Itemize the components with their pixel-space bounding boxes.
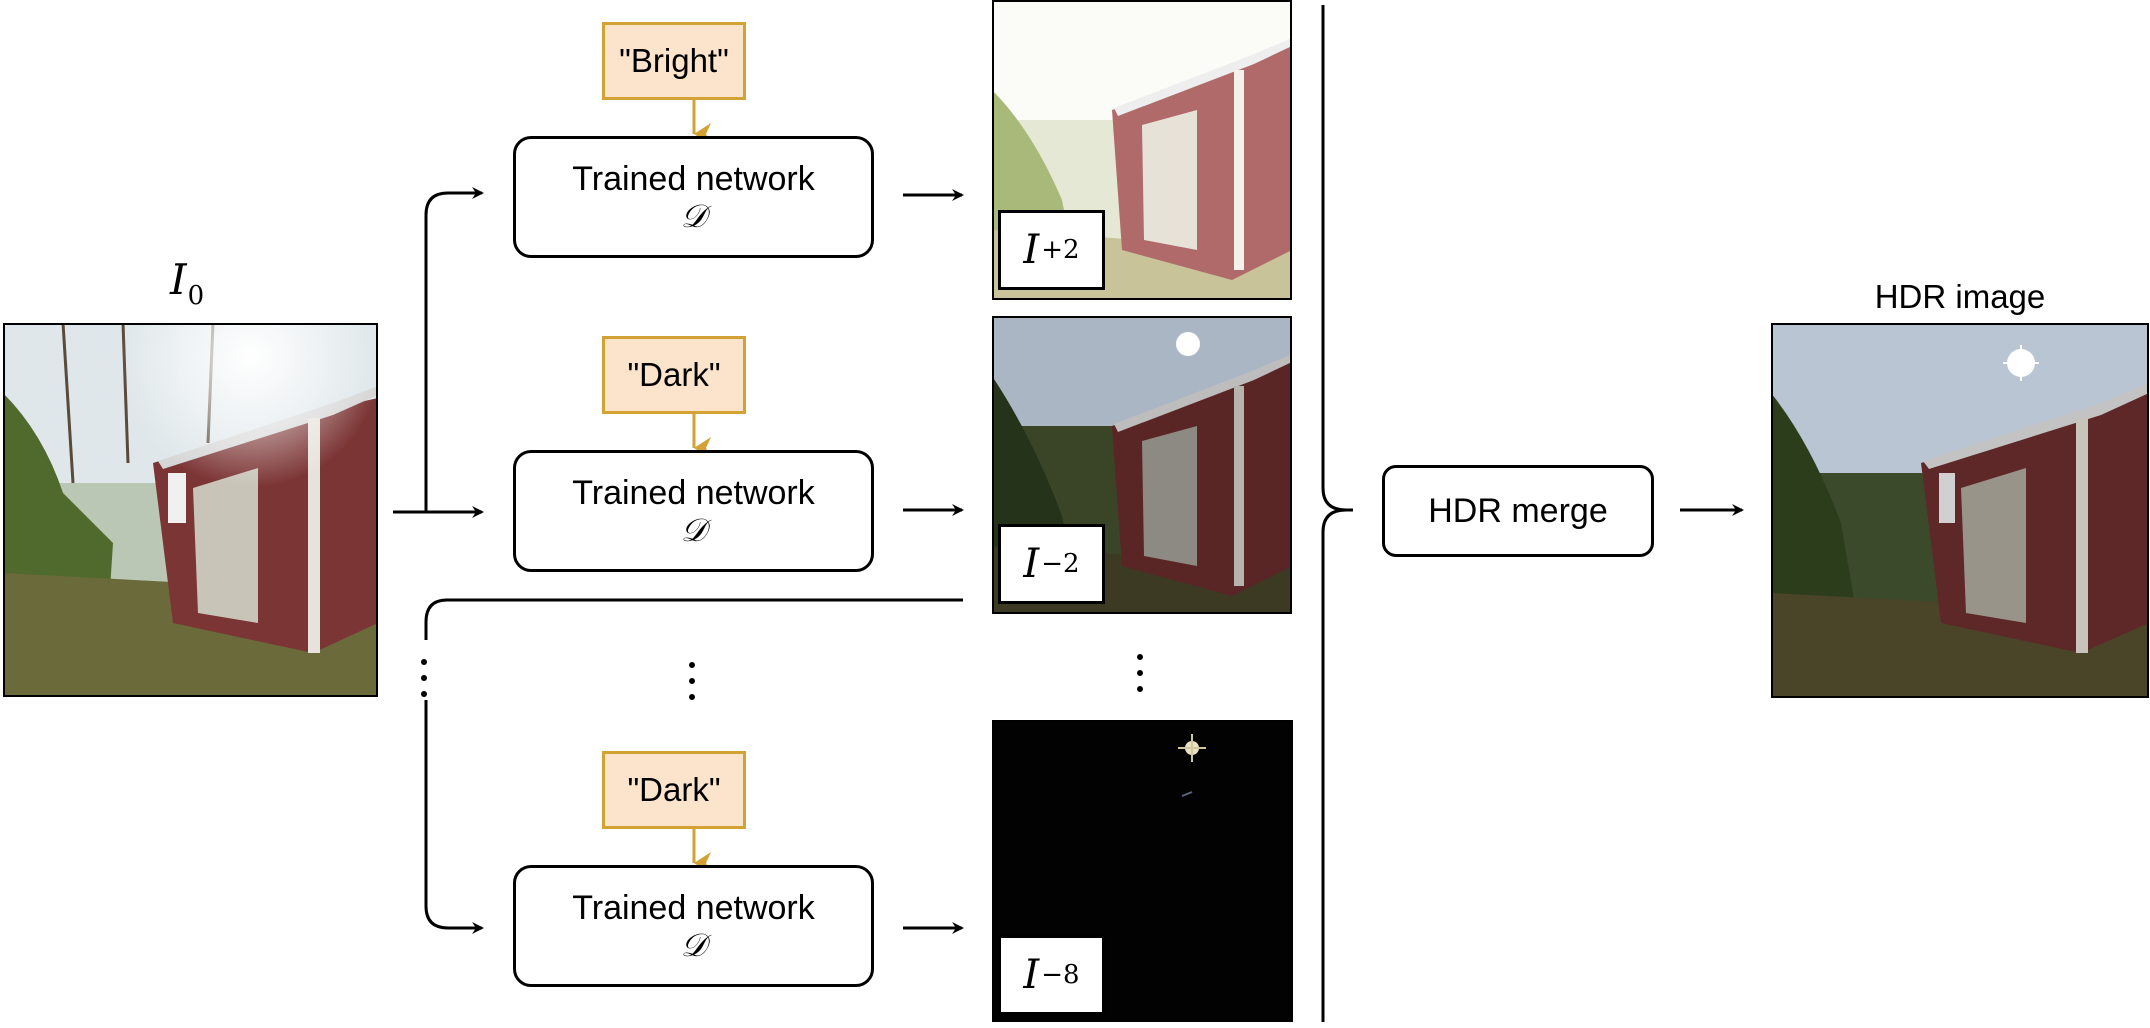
hdr-merge-label: HDR merge	[1428, 491, 1608, 530]
hdr-merge-box: HDR merge	[1382, 465, 1654, 557]
trained-network-2: Trained network 𝒟	[513, 450, 874, 572]
separator-line	[424, 598, 963, 640]
prompt-box-bright: "Bright"	[602, 22, 746, 100]
split-line	[393, 187, 484, 514]
prompt-label: "Bright"	[619, 42, 729, 79]
exposure-label-plus-2: I+2	[998, 210, 1105, 290]
network-label: Trained network	[572, 160, 815, 198]
network-symbol: 𝒟	[680, 926, 707, 964]
merge-brace	[1321, 5, 1353, 1022]
input-label: I0	[170, 255, 205, 311]
network-symbol: 𝒟	[680, 511, 707, 549]
hdr-image	[1771, 323, 2149, 698]
exposure-label-minus-2: I−2	[998, 524, 1105, 604]
network-label: Trained network	[572, 474, 815, 512]
network-symbol: 𝒟	[680, 197, 707, 235]
trained-network-1: Trained network 𝒟	[513, 136, 874, 258]
exposure-label-minus-8: I−8	[998, 935, 1105, 1015]
result-title: HDR image	[1874, 278, 2046, 315]
prompt-box-dark-1: "Dark"	[602, 336, 746, 414]
network-label: Trained network	[572, 889, 815, 927]
trained-network-3: Trained network 𝒟	[513, 865, 874, 987]
ellipsis-dots	[421, 654, 1143, 700]
prompt-label: "Dark"	[627, 356, 721, 393]
input-image	[3, 323, 378, 697]
prompt-label: "Dark"	[627, 771, 721, 808]
prompt-box-dark-2: "Dark"	[602, 751, 746, 829]
split-line-bottom	[424, 700, 484, 934]
